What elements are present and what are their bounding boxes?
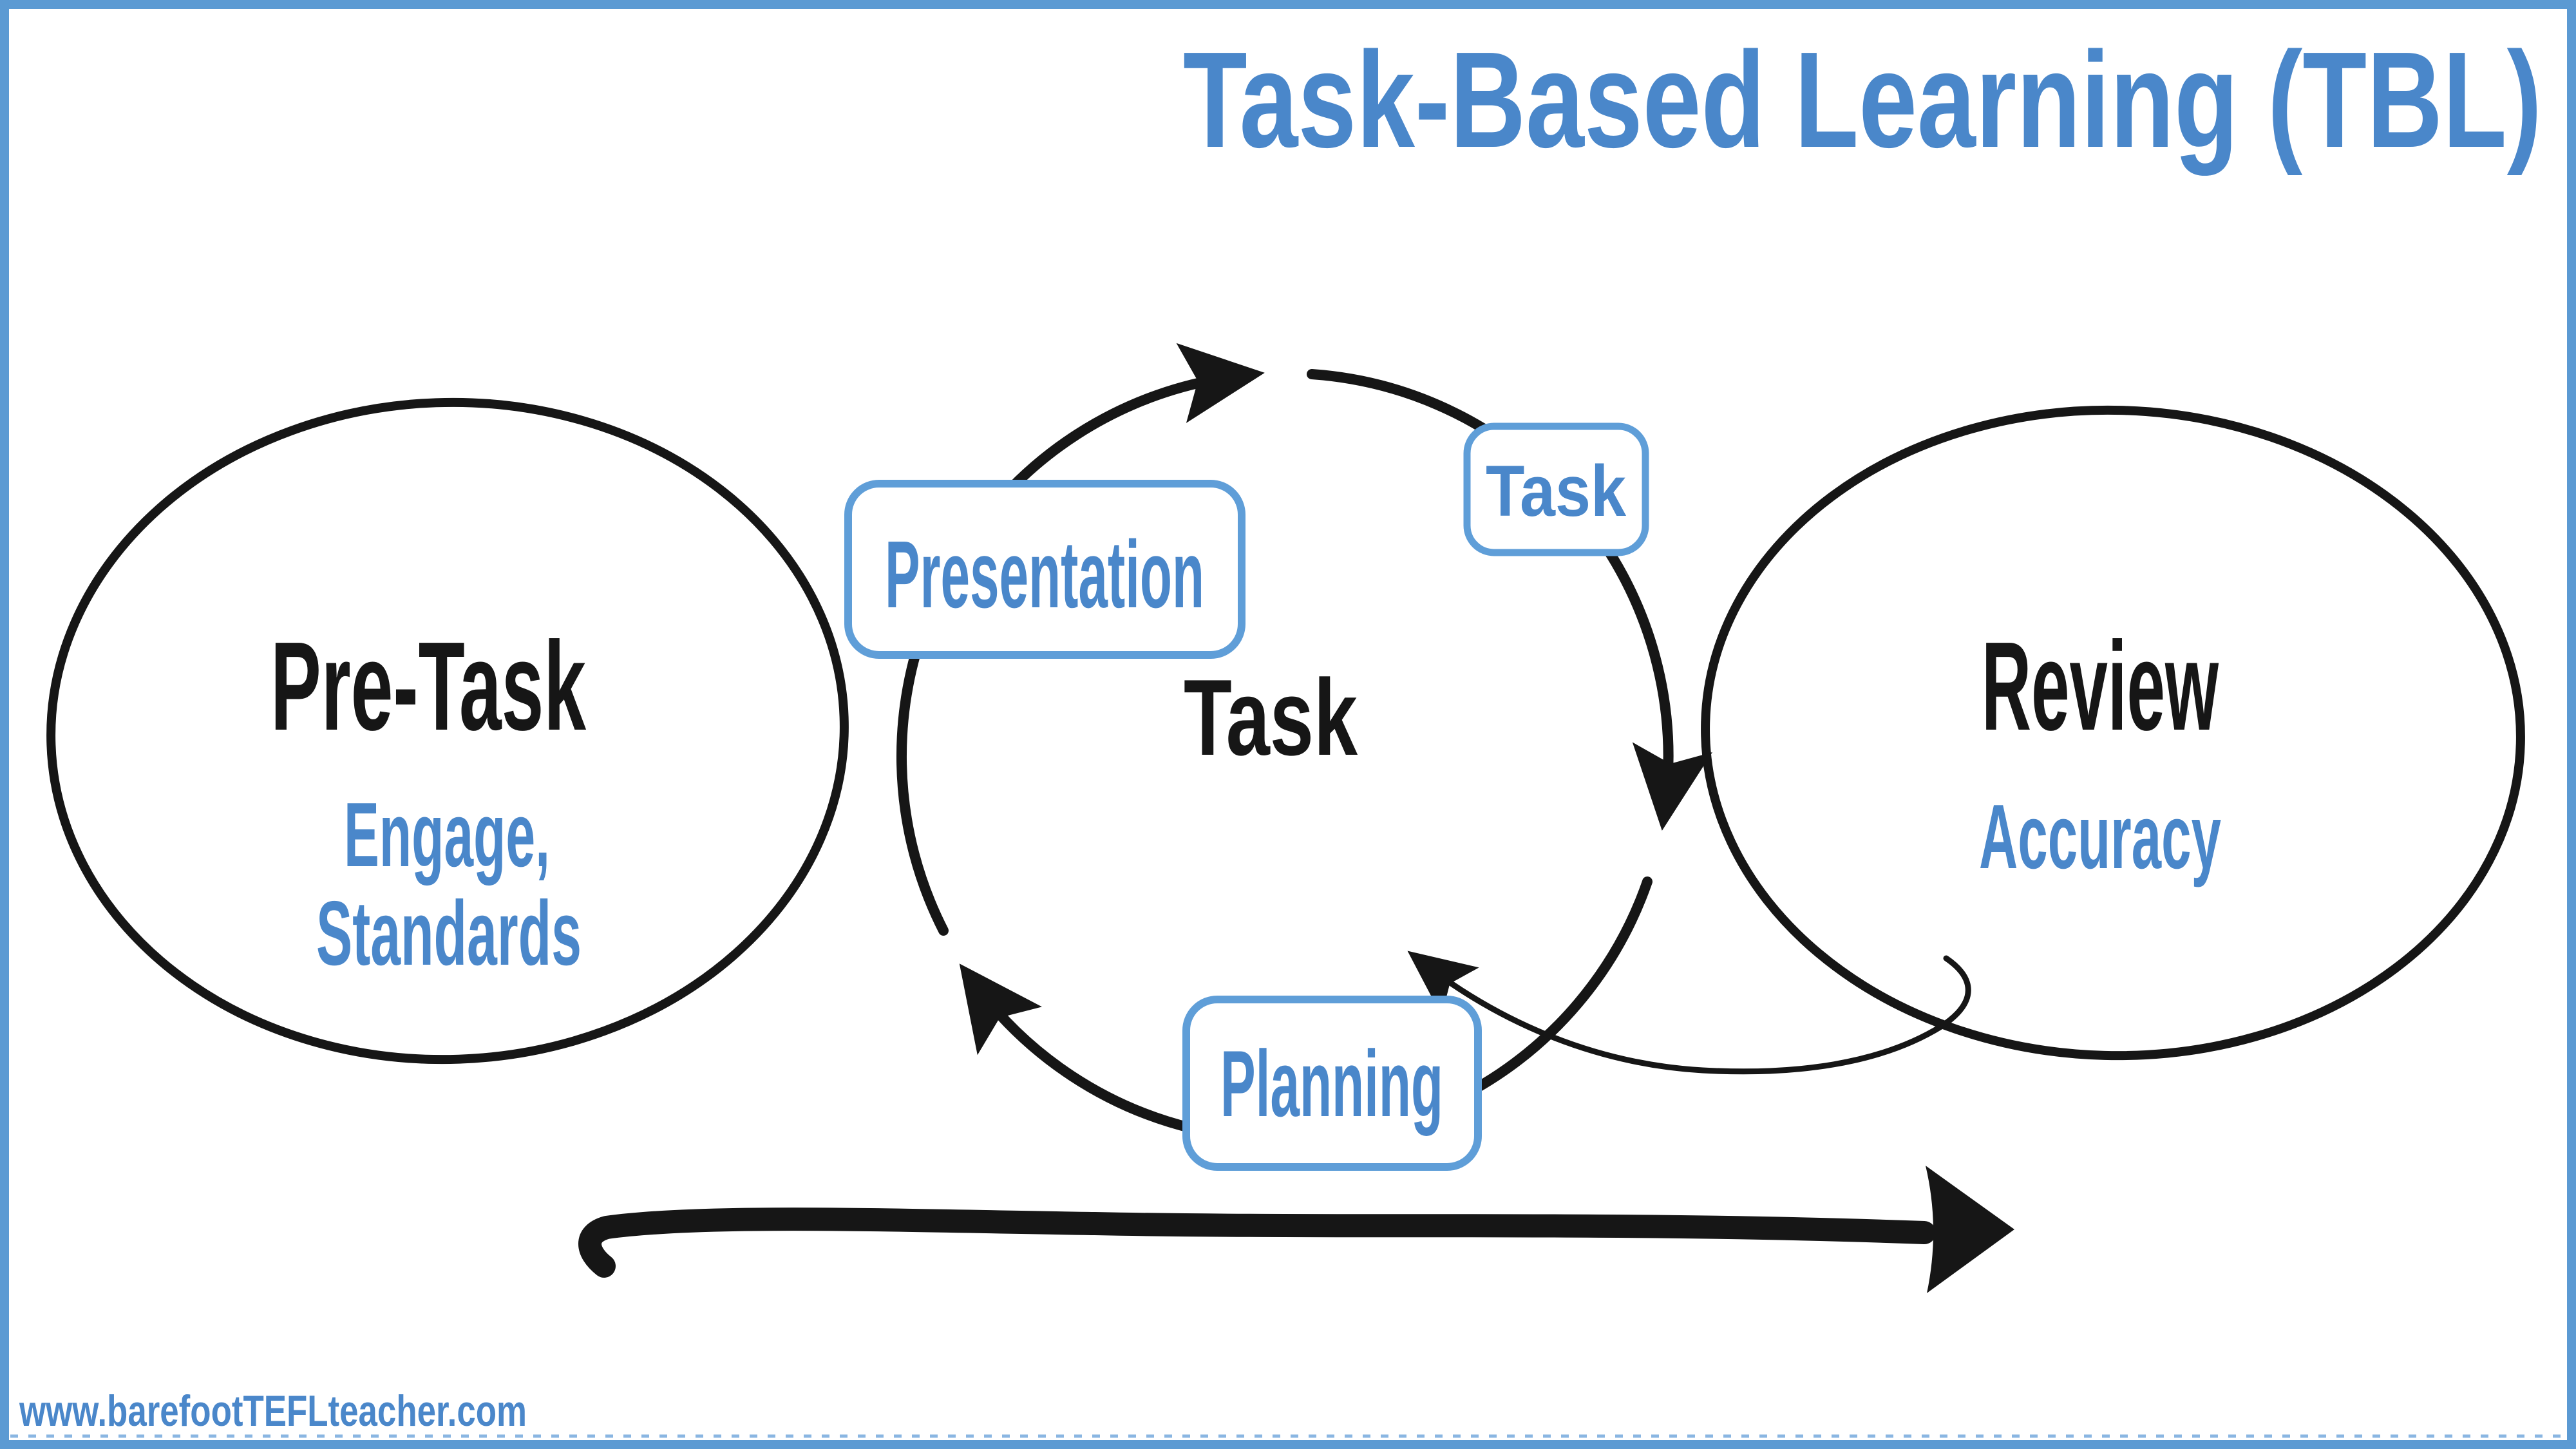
page-title: Task-Based Learning (TBL): [1183, 23, 2542, 176]
timeline-arrow: [578, 1166, 2014, 1293]
watermark: www.barefootTEFLteacher.com: [19, 1387, 527, 1435]
timeline-arrow-shaft: [578, 1208, 1936, 1278]
stage-label-planning: Planning: [1220, 1031, 1443, 1136]
pre-task-title: Pre-Task: [270, 616, 587, 757]
stage-box-task-frame: [1463, 422, 1649, 556]
stage-box-presentation-frame: [844, 480, 1245, 659]
task-cycle-arc-lower-left-arrow: [959, 963, 1197, 1133]
stage-box-presentation: Presentation: [844, 480, 1245, 659]
stage-box-task: Task: [1463, 422, 1649, 556]
review-circle: [1701, 405, 2525, 1061]
pre-task-circle: [46, 397, 849, 1065]
stage-box-planning: Planning: [1182, 996, 1482, 1171]
review-feedback-arrow: [1407, 951, 1971, 1075]
task-cycle-center-label: Task: [1184, 657, 1358, 778]
task-cycle-arc-lower-right: [1465, 876, 1653, 1097]
stage-label-presentation: Presentation: [885, 522, 1204, 628]
pre-task-detail-2: Standards: [316, 882, 582, 985]
review-title: Review: [1982, 616, 2219, 757]
stage-label-task: Task: [1486, 451, 1627, 531]
stage-box-planning-frame: [1182, 996, 1482, 1171]
pre-task-detail-1: Engage,: [344, 784, 550, 886]
review-detail: Accuracy: [1979, 786, 2221, 888]
timeline-arrowhead-icon: [1926, 1166, 2014, 1293]
